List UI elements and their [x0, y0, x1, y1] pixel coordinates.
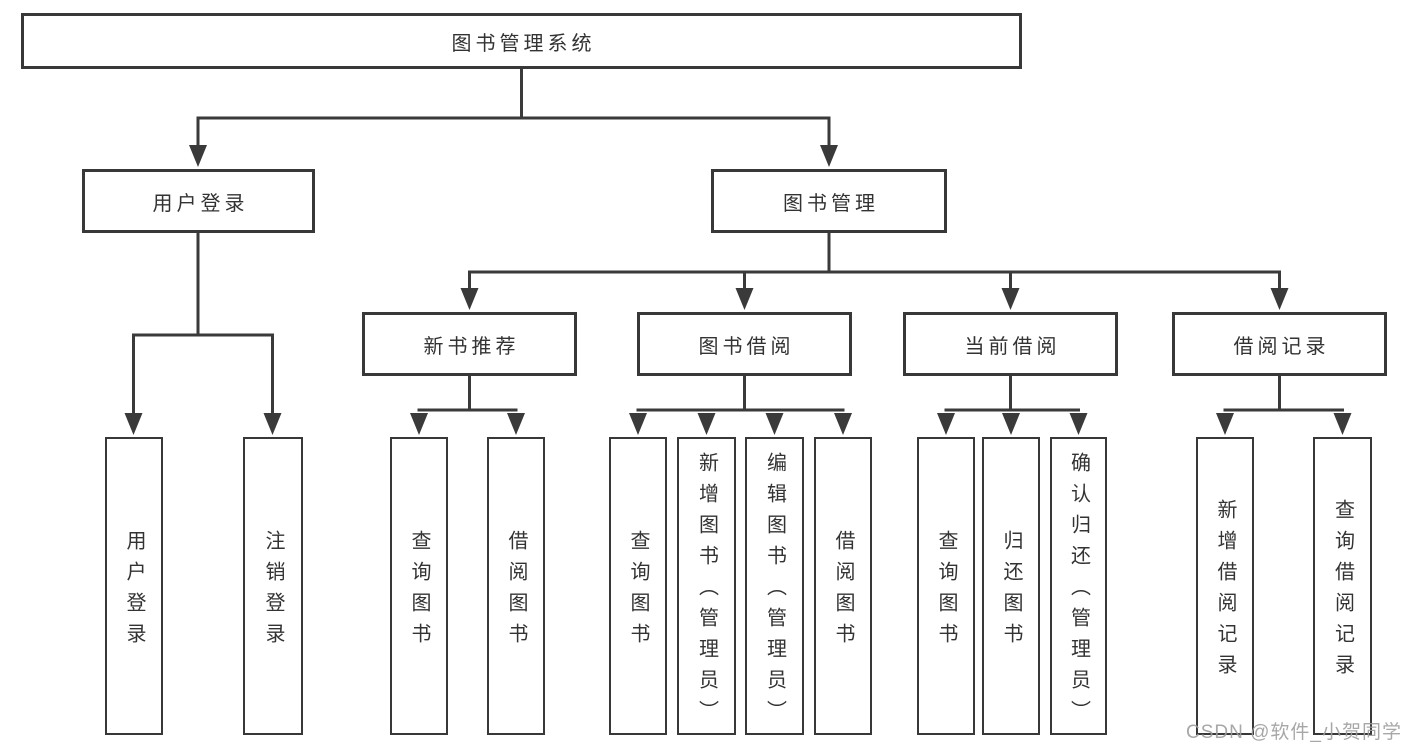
csdn-watermark: CSDN @软件_小贺同学 — [1186, 722, 1402, 743]
leaf-query-books-current: 查询图书 — [917, 437, 975, 735]
leaf-add-borrow-record: 新增借阅记录 — [1196, 437, 1254, 735]
node-book-borrow: 图书借阅 — [637, 312, 852, 376]
node-root-library-system: 图书管理系统 — [21, 13, 1022, 69]
leaf-borrow-books-label: 借阅图书 — [832, 529, 854, 654]
leaf-add-book-admin-label: 新增图书（管理员） — [695, 452, 718, 731]
leaf-borrow-books-recommend-label: 借阅图书 — [505, 529, 527, 654]
node-root-label: 图书管理系统 — [451, 32, 596, 55]
node-book-management-label: 图书管理 — [783, 192, 879, 215]
leaf-query-books-borrow: 查询图书 — [609, 437, 667, 735]
node-new-book-recommend-label: 新书推荐 — [423, 335, 520, 358]
leaf-add-book-admin: 新增图书（管理员） — [677, 437, 736, 735]
leaf-logout: 注销登录 — [243, 437, 303, 735]
leaf-query-books-recommend: 查询图书 — [390, 437, 448, 735]
leaf-borrow-books: 借阅图书 — [814, 437, 872, 735]
leaf-user-login: 用户登录 — [105, 437, 163, 735]
leaf-query-borrow-record-label: 查询借阅记录 — [1331, 498, 1354, 685]
node-current-borrow-label: 当前借阅 — [964, 335, 1061, 358]
leaf-query-books-recommend-label: 查询图书 — [408, 529, 430, 654]
leaf-query-books-borrow-label: 查询图书 — [627, 529, 649, 654]
leaf-add-borrow-record-label: 新增借阅记录 — [1214, 498, 1236, 685]
arrowheads — [124, 145, 1352, 435]
leaf-logout-label: 注销登录 — [262, 529, 284, 654]
node-borrow-records-label: 借阅记录 — [1233, 335, 1330, 358]
node-user-login: 用户登录 — [82, 169, 315, 233]
leaf-query-books-current-label: 查询图书 — [935, 529, 957, 654]
node-new-book-recommend: 新书推荐 — [362, 312, 577, 376]
node-user-login-label: 用户登录 — [152, 192, 249, 215]
leaf-confirm-return-admin-label: 确认归还（管理员） — [1067, 452, 1090, 731]
leaf-return-book-label: 归还图书 — [1000, 529, 1022, 654]
node-book-borrow-label: 图书借阅 — [698, 335, 795, 358]
leaf-confirm-return-admin: 确认归还（管理员） — [1050, 437, 1107, 735]
leaf-query-borrow-record: 查询借阅记录 — [1313, 437, 1372, 735]
connector-shafts — [132, 69, 1344, 415]
node-current-borrow: 当前借阅 — [903, 312, 1118, 376]
leaf-borrow-books-recommend: 借阅图书 — [487, 437, 545, 735]
leaf-edit-book-admin-label: 编辑图书（管理员） — [763, 452, 786, 731]
node-borrow-records: 借阅记录 — [1172, 312, 1387, 376]
node-book-management: 图书管理 — [711, 169, 947, 233]
leaf-return-book: 归还图书 — [982, 437, 1040, 735]
leaf-edit-book-admin: 编辑图书（管理员） — [745, 437, 804, 735]
leaf-user-login-label: 用户登录 — [123, 529, 145, 654]
